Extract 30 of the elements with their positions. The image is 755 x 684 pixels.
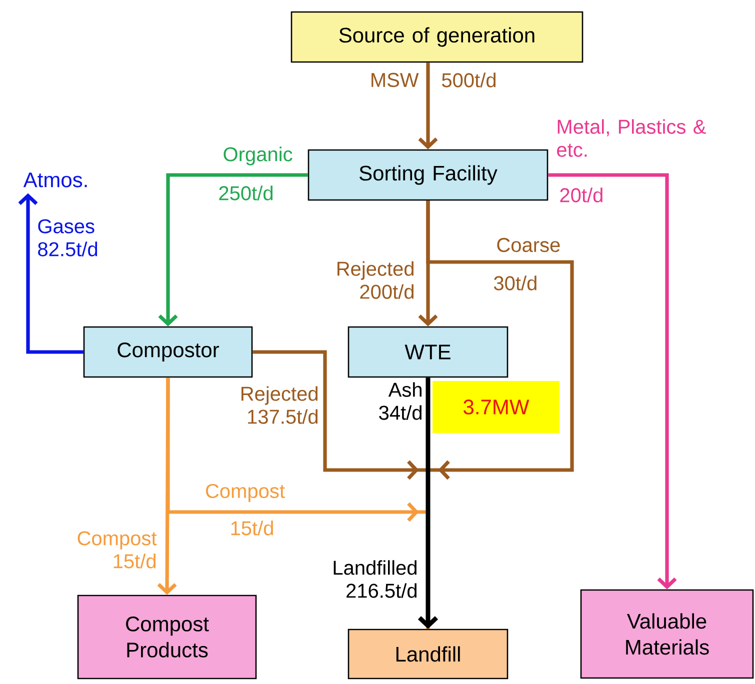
arrow [418, 62, 438, 150]
edge-label: Metal, Plastics & etc. [557, 119, 706, 157]
source-box: Source of generation [290, 11, 584, 63]
quantity-label: 250t/d [219, 186, 273, 200]
edge-label: Gases 82.5t/d [38, 219, 98, 256]
output-box: Landfill [348, 628, 508, 680]
arrow [18, 193, 84, 354]
process-box: Sorting Facility [308, 149, 548, 201]
quantity-label: 15t/d [231, 520, 273, 536]
arrow [548, 173, 677, 590]
quantity-label: 20t/d [560, 188, 602, 202]
process-box: Compostor [83, 326, 253, 378]
edge-label: Organic [224, 146, 292, 166]
edge-label: Ash 34t/d [379, 382, 422, 420]
edge-label: MSW [372, 72, 419, 88]
arrow [418, 378, 438, 629]
edge-label: Rejected 200t/d [338, 261, 414, 299]
destination-label: Atmos. [23, 172, 87, 188]
edge-label: Compost 15t/d [78, 531, 157, 568]
output-box: Compost Products [77, 594, 257, 680]
quantity-label: 500t/d [442, 72, 496, 88]
edge-label: Coarse [497, 238, 560, 252]
power-box: 3.7MW [432, 381, 560, 433]
quantity-label: Landfilled 216.5t/d [334, 560, 416, 598]
quantity-label: 30t/d [494, 276, 536, 290]
edge-label: Compost [206, 484, 285, 502]
output-box: Valuable Materials [580, 589, 754, 679]
edge-label: Rejected 137.5t/d [242, 386, 318, 424]
process-box: WTE [348, 326, 508, 378]
arrow [158, 173, 308, 326]
